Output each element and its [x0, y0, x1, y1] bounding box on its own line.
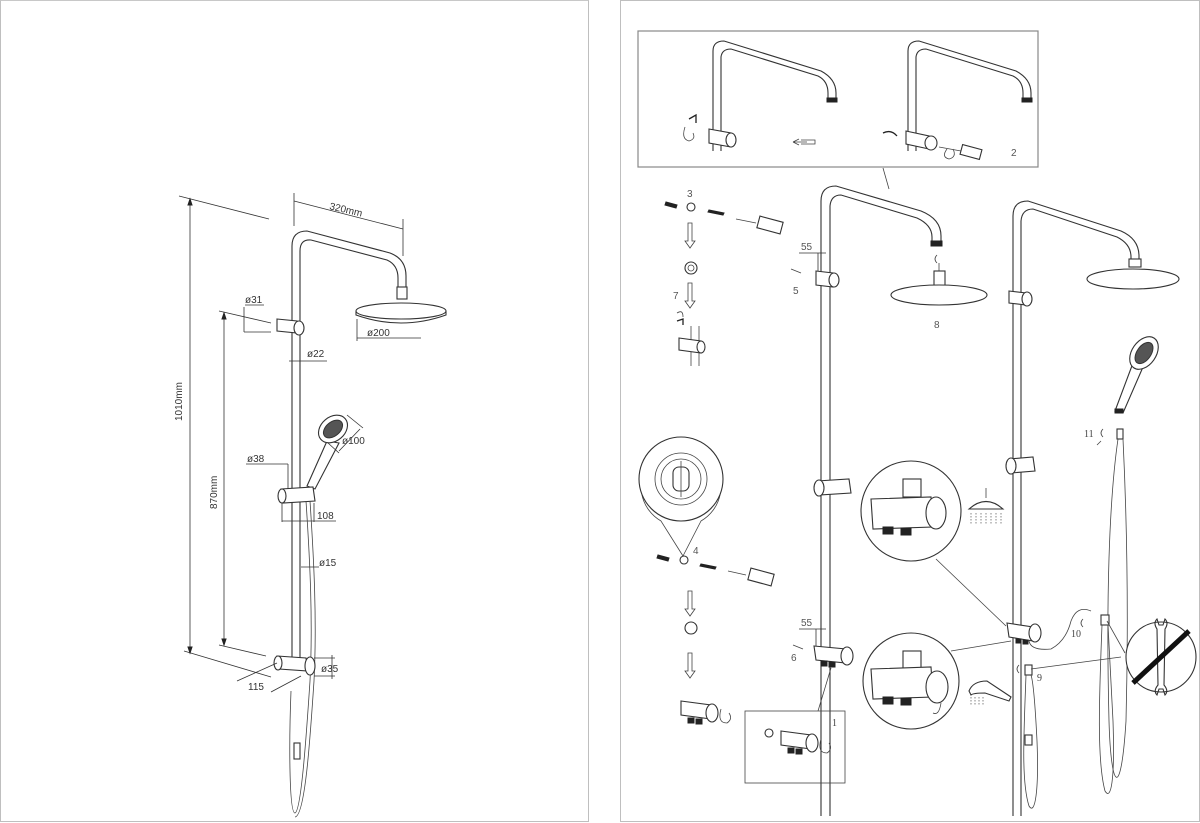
bar-height-label: 870mm	[209, 476, 220, 509]
step-5-label: 5	[793, 286, 799, 297]
spacing-top-label: 55	[801, 242, 813, 253]
step-4-label: 4	[693, 546, 699, 557]
overhead-shower-head: ø200	[355, 302, 447, 341]
installation-diagram: 2 3 7 55 5 8	[637, 30, 1197, 816]
diverter-closeup-top	[860, 460, 1007, 627]
hand-shower: ø100	[306, 414, 365, 490]
step-7-label: 7	[673, 291, 679, 302]
shower-hose: ø15	[289, 500, 337, 818]
middle-riser-assembly: 55 5 8 55 6	[790, 185, 988, 816]
overhead-shower-icon	[967, 488, 1005, 525]
final-assembly: 11 10 9	[1005, 200, 1180, 816]
arm-length-dimension: 320mm	[293, 193, 404, 256]
total-height-label: 1010mm	[174, 382, 185, 421]
step-1-label: 1	[832, 718, 837, 729]
screwdriver-icon	[747, 567, 775, 587]
step-2-label: 2	[1011, 148, 1017, 159]
rail-diameter-label: ø22	[307, 349, 325, 360]
screw-icon	[790, 268, 802, 274]
callout-leader	[882, 167, 890, 190]
installation-page: 2 3 7 55 5 8	[620, 0, 1200, 822]
overhead-shower-diameter-label: ø200	[367, 328, 390, 339]
diverter-projection-label: 115	[248, 682, 264, 693]
arm-assembly-detail-frame: 2	[637, 30, 1039, 168]
step-8-label: 8	[934, 320, 940, 331]
screw-icon	[792, 644, 804, 650]
shower-riser	[291, 230, 408, 661]
hose-diameter-label: ø15	[319, 558, 337, 569]
slider-diameter-label: ø38	[247, 454, 265, 465]
screwdriver-icon	[756, 215, 784, 235]
direction-arrow	[792, 138, 816, 146]
slider-bracket: ø38 108	[246, 454, 336, 522]
hand-shower-icon	[968, 680, 1012, 705]
total-height-dimension: 1010mm	[174, 195, 272, 678]
step-10-label: 10	[1071, 629, 1081, 640]
bar-height-dimension: 870mm	[209, 310, 272, 657]
spacing-bottom-label: 55	[801, 618, 813, 629]
hand-shower-diameter-label: ø100	[342, 436, 365, 447]
fastening-steps-top: 3 7	[664, 189, 784, 366]
slider-projection-label: 108	[317, 511, 334, 522]
step-3-label: 3	[687, 189, 693, 200]
diverter-closeup-bottom	[862, 632, 1012, 730]
step-9-label: 9	[1037, 673, 1042, 684]
diverter-bracket: ø35 115	[236, 655, 339, 693]
arm-length-label: 320mm	[328, 201, 363, 219]
diverter-detail-frame: 1	[744, 710, 846, 784]
wall-bracket-top: ø31 ø22	[243, 295, 327, 362]
diverter-fastening-detail: 4	[638, 436, 775, 725]
no-wrench-icon	[1125, 617, 1197, 697]
wall-bracket-diameter-label: ø31	[245, 295, 263, 306]
step-6-label: 6	[791, 653, 797, 664]
screwdriver-icon	[938, 143, 983, 161]
step-11-label: 11	[1084, 429, 1094, 440]
dimension-drawing: 1010mm 870mm 320mm ø200 ø31 ø2	[174, 193, 447, 818]
dimension-drawing-page: 1010mm 870mm 320mm ø200 ø31 ø2	[0, 0, 589, 822]
diverter-diameter-label: ø35	[321, 664, 339, 675]
